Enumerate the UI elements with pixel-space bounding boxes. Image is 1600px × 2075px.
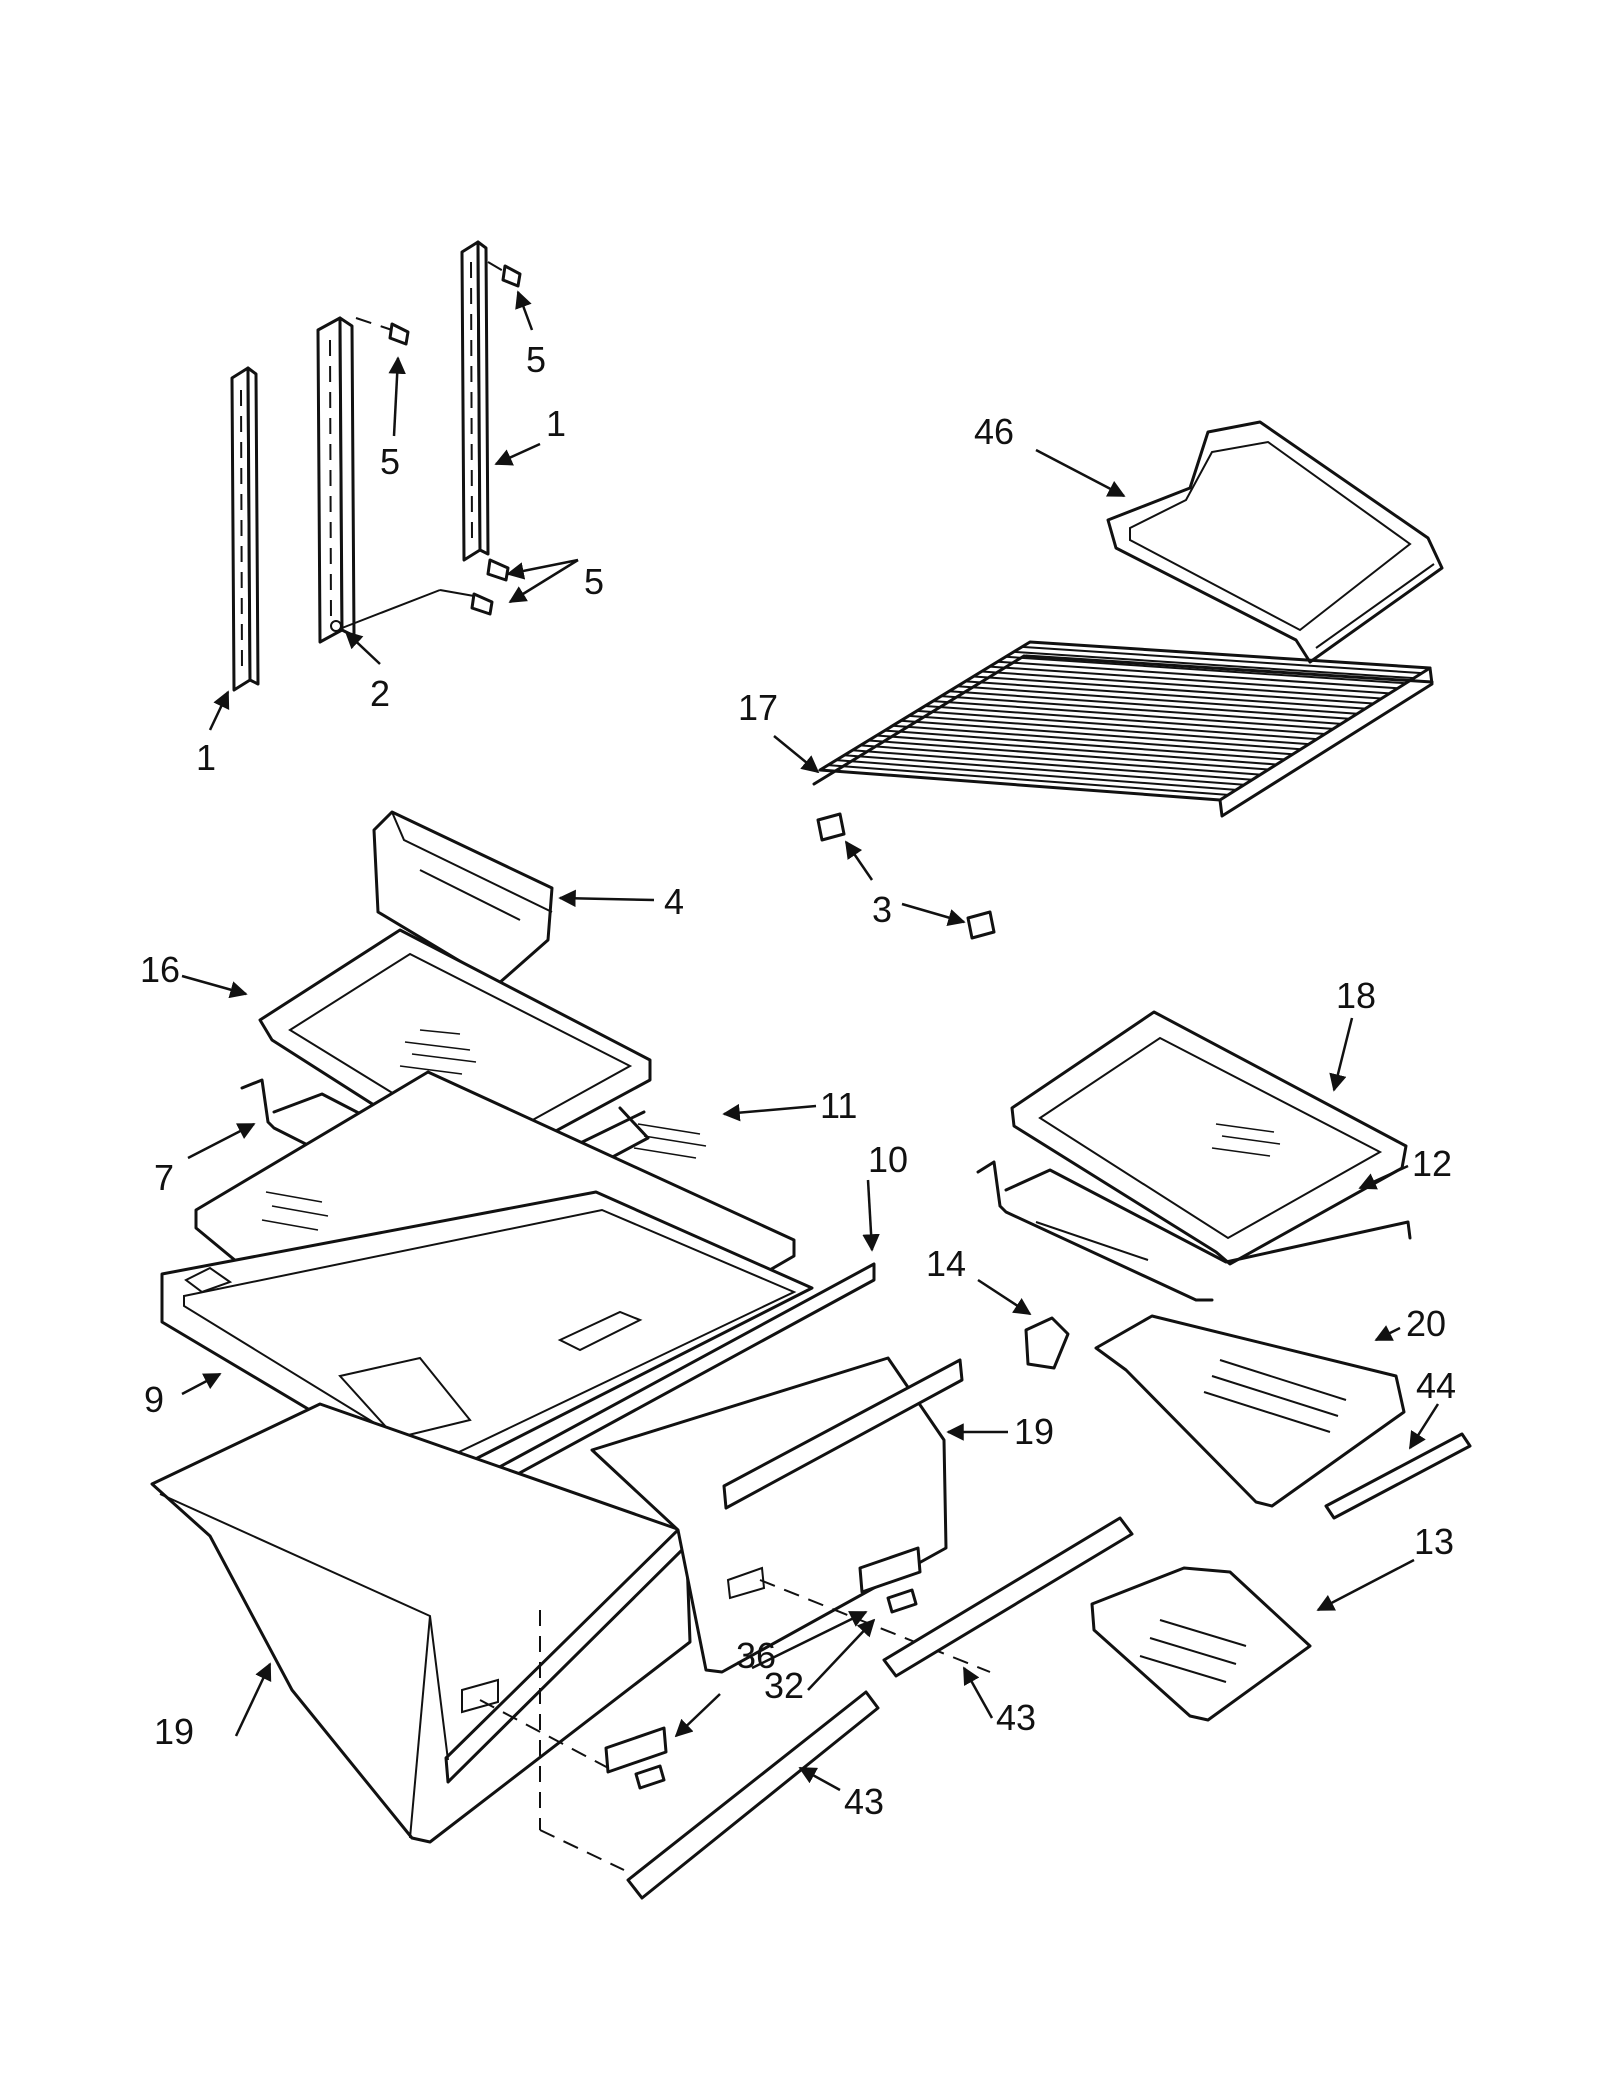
screw-top [487, 261, 522, 288]
callout-labels: 1 1 2 5 5 5 46 17 3 4 16 7 11 10 9 18 12… [140, 339, 1456, 1822]
wire-rod [828, 764, 1229, 796]
wire-shelf [812, 640, 1434, 818]
callout-13: 13 [1414, 1521, 1454, 1562]
wire-rod [868, 739, 1269, 771]
callout-16: 16 [140, 949, 180, 990]
callout-43-left: 43 [844, 1781, 884, 1822]
drawer-slide-left [604, 1726, 668, 1790]
callout-32: 32 [764, 1665, 804, 1706]
callout-19-left: 19 [154, 1711, 194, 1752]
wire-rod [1013, 650, 1414, 680]
drawer-trim-right-small [1324, 1432, 1472, 1520]
drawer-trim-right [882, 1516, 1134, 1678]
wire-rod [844, 754, 1245, 786]
wire-rod [884, 729, 1285, 761]
callout-3: 3 [872, 889, 892, 930]
wire-rod [949, 690, 1350, 720]
crisper-pan-upper [1106, 420, 1444, 664]
wire-rod [924, 705, 1326, 735]
callout-18: 18 [1336, 975, 1376, 1016]
wire-rod [860, 744, 1261, 776]
callout-36: 36 [736, 1635, 776, 1676]
wire-rod [900, 719, 1301, 751]
shelf-clip [1024, 1316, 1070, 1370]
callout-19-right: 19 [1014, 1411, 1054, 1452]
drawer-slide-right [858, 1546, 922, 1614]
callout-9: 9 [144, 1379, 164, 1420]
wire-shelf-rods [828, 645, 1422, 796]
wire-rod [957, 685, 1358, 715]
callout-5-mid: 5 [380, 441, 400, 482]
shelf-ladder-left [230, 366, 260, 692]
callout-46: 46 [974, 411, 1014, 452]
wire-rod [981, 670, 1382, 700]
crisper-drawer-right [539, 1356, 991, 1871]
wire-rod [941, 695, 1342, 725]
wire-rod [892, 724, 1293, 756]
glass-shelf-right [1010, 1010, 1408, 1266]
callout-1-left: 1 [196, 737, 216, 778]
drawer-trim-left [626, 1690, 880, 1900]
callout-5-top: 5 [526, 339, 546, 380]
callout-5-low: 5 [584, 561, 604, 602]
crisper-tray [1090, 1566, 1312, 1722]
crisper-drawer-left [150, 1402, 692, 1844]
shelf-ladder-center [316, 316, 356, 644]
shelf-ladder-right [460, 240, 490, 562]
leader-lines [181, 290, 1440, 1792]
screw-center [355, 317, 410, 346]
shelf-support-stud-1 [816, 812, 846, 842]
callout-10: 10 [868, 1139, 908, 1180]
wire-rod [1021, 645, 1422, 675]
wire-rod [997, 660, 1398, 690]
callout-44: 44 [1416, 1365, 1456, 1406]
wire-rod [933, 700, 1334, 730]
callout-4: 4 [664, 881, 684, 922]
screw-lower-2 [341, 589, 494, 629]
wire-rod [1005, 655, 1406, 685]
callout-17: 17 [738, 687, 778, 728]
wire-rod [916, 709, 1317, 741]
callout-43-right: 43 [996, 1697, 1036, 1738]
shelf-support-stud-2 [966, 910, 996, 940]
wire-rod [836, 759, 1237, 791]
callout-12: 12 [1412, 1143, 1452, 1184]
wire-rod [989, 665, 1390, 695]
shelf-frame-right [976, 1160, 1412, 1302]
wire-rod [908, 714, 1309, 746]
callout-11: 11 [820, 1085, 857, 1126]
callout-2: 2 [370, 673, 390, 714]
callout-1-right: 1 [546, 403, 566, 444]
wire-rod [876, 734, 1277, 766]
wire-rod [973, 675, 1374, 705]
utility-bin [372, 810, 554, 986]
wire-rod [965, 680, 1366, 710]
deli-drawer [1094, 1314, 1406, 1508]
wire-rod [852, 749, 1253, 781]
callout-20: 20 [1406, 1303, 1446, 1344]
callout-7: 7 [154, 1157, 174, 1198]
callout-14: 14 [926, 1243, 966, 1284]
screw-lower-1 [486, 558, 510, 582]
